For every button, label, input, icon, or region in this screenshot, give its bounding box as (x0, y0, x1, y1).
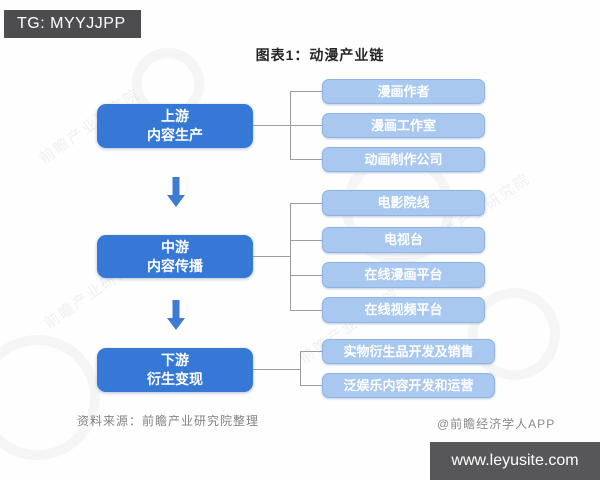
connector-line (290, 159, 322, 160)
down-arrow-icon (167, 177, 185, 207)
stage-label-line1: 中游 (161, 238, 189, 255)
node-tv-station: 电视台 (322, 227, 485, 253)
connector-line (300, 385, 322, 386)
node-comic-author: 漫画作者 (322, 79, 485, 104)
node-comic-studio: 漫画工作室 (322, 113, 485, 138)
stage-label-line1: 下游 (161, 352, 189, 369)
watermark-logo-ring (0, 335, 100, 460)
node-animation-company: 动画制作公司 (322, 147, 485, 172)
node-online-comic-platform: 在线漫画平台 (322, 262, 485, 288)
connector-line (290, 91, 322, 92)
connector-line (253, 369, 300, 370)
data-source-note: 资料来源：前瞻产业研究院整理 (77, 414, 260, 428)
stage-label-line1: 上游 (161, 108, 189, 125)
connector-line (253, 125, 322, 126)
stage-label-line2: 内容生产 (147, 127, 203, 143)
node-physical-derivatives: 实物衍生品开发及销售 (322, 339, 495, 364)
stage-label-line2: 内容传播 (147, 257, 203, 274)
node-pan-entertainment-content: 泛娱乐内容开发和运营 (322, 373, 495, 398)
stage-label-line2: 衍生变现 (147, 371, 203, 387)
stage-box-midstream: 中游 内容传播 (97, 235, 253, 278)
connector-line (290, 240, 322, 241)
node-cinema-chain: 电影院线 (322, 190, 485, 216)
connector-line (300, 351, 301, 386)
stage-box-upstream: 上游 内容生产 (97, 104, 253, 148)
connector-line (290, 203, 322, 204)
connector-line (253, 256, 290, 257)
connector-line (290, 203, 291, 310)
website-banner: www.leyusite.com (430, 442, 600, 480)
connector-line (290, 310, 322, 311)
down-arrow-icon (167, 300, 185, 330)
connector-line (300, 351, 322, 352)
connector-line (290, 275, 322, 276)
stage-box-downstream: 下游 衍生变现 (97, 348, 253, 392)
node-online-video-platform: 在线视频平台 (322, 297, 485, 323)
chart-title: 图表1：动漫产业链 (255, 47, 385, 63)
telegram-tag-banner: TG: MYYJJPP (4, 10, 141, 38)
credit-note: @前瞻经济学人APP (437, 417, 556, 431)
connector-line (290, 91, 291, 160)
